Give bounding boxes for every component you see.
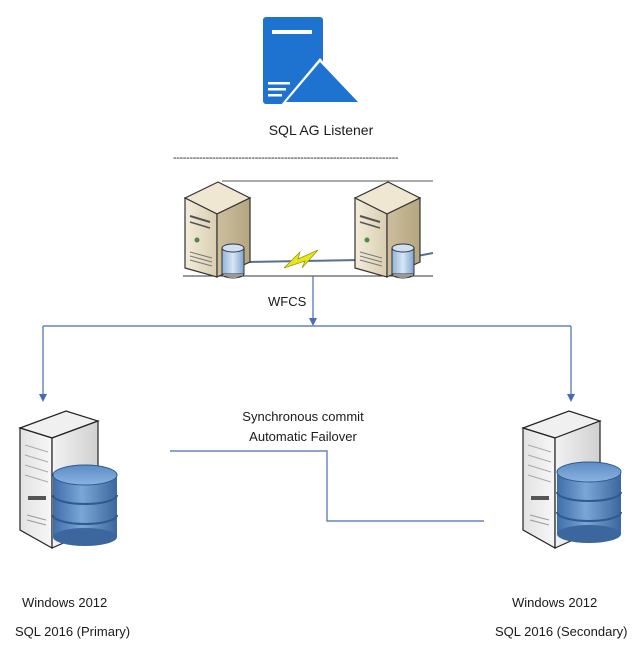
secondary-os-label: Windows 2012 <box>512 595 598 610</box>
wfcs-label: WFCS <box>268 294 307 309</box>
secondary-sql-label: SQL 2016 (Secondary) <box>495 624 628 639</box>
cluster-server-icon <box>353 181 422 279</box>
wfcs-connector <box>39 276 575 402</box>
separator-line: ----------------------------------------… <box>173 152 399 164</box>
lightning-bolt-icon <box>283 249 319 269</box>
primary-sql-label: SQL 2016 (Primary) <box>15 624 131 639</box>
replication-line <box>170 450 484 522</box>
replication-mode-label: Synchronous commit <box>242 409 364 424</box>
cluster-server-icon <box>183 181 252 279</box>
sql-ag-listener-icon <box>263 17 362 106</box>
failover-mode-label: Automatic Failover <box>249 429 357 444</box>
listener-title: SQL AG Listener <box>268 122 374 138</box>
database-server-icon <box>18 410 118 550</box>
primary-os-label: Windows 2012 <box>22 595 108 610</box>
database-server-icon <box>521 410 622 550</box>
